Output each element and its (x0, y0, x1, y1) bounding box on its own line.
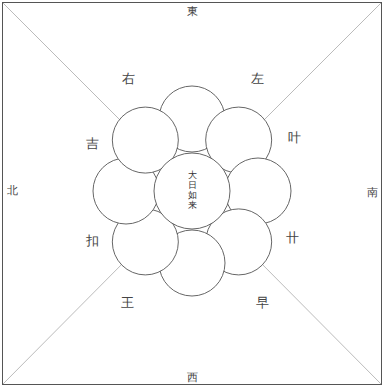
diagonal-lines (3, 3, 381, 384)
petal-label: 早 (256, 296, 269, 309)
lotus-petals (93, 86, 291, 296)
direction-label: 南 (367, 187, 378, 198)
petal-label: 叶 (288, 131, 301, 144)
petal-label: 王 (121, 296, 134, 309)
direction-label: 北 (7, 185, 18, 196)
petal-label: 右 (122, 72, 135, 85)
direction-label: 西 (187, 372, 198, 383)
circle-outline (154, 153, 230, 229)
deity-name: 大日如来 (188, 171, 197, 211)
petal-label: 卄 (286, 231, 299, 244)
petal-label: 左 (251, 72, 264, 85)
center-circle: 大日如来 (153, 152, 231, 230)
outer-square (3, 3, 382, 385)
direction-label: 東 (187, 6, 198, 17)
petal-label: 扣 (86, 234, 99, 247)
petal-label: 吉 (86, 137, 99, 150)
